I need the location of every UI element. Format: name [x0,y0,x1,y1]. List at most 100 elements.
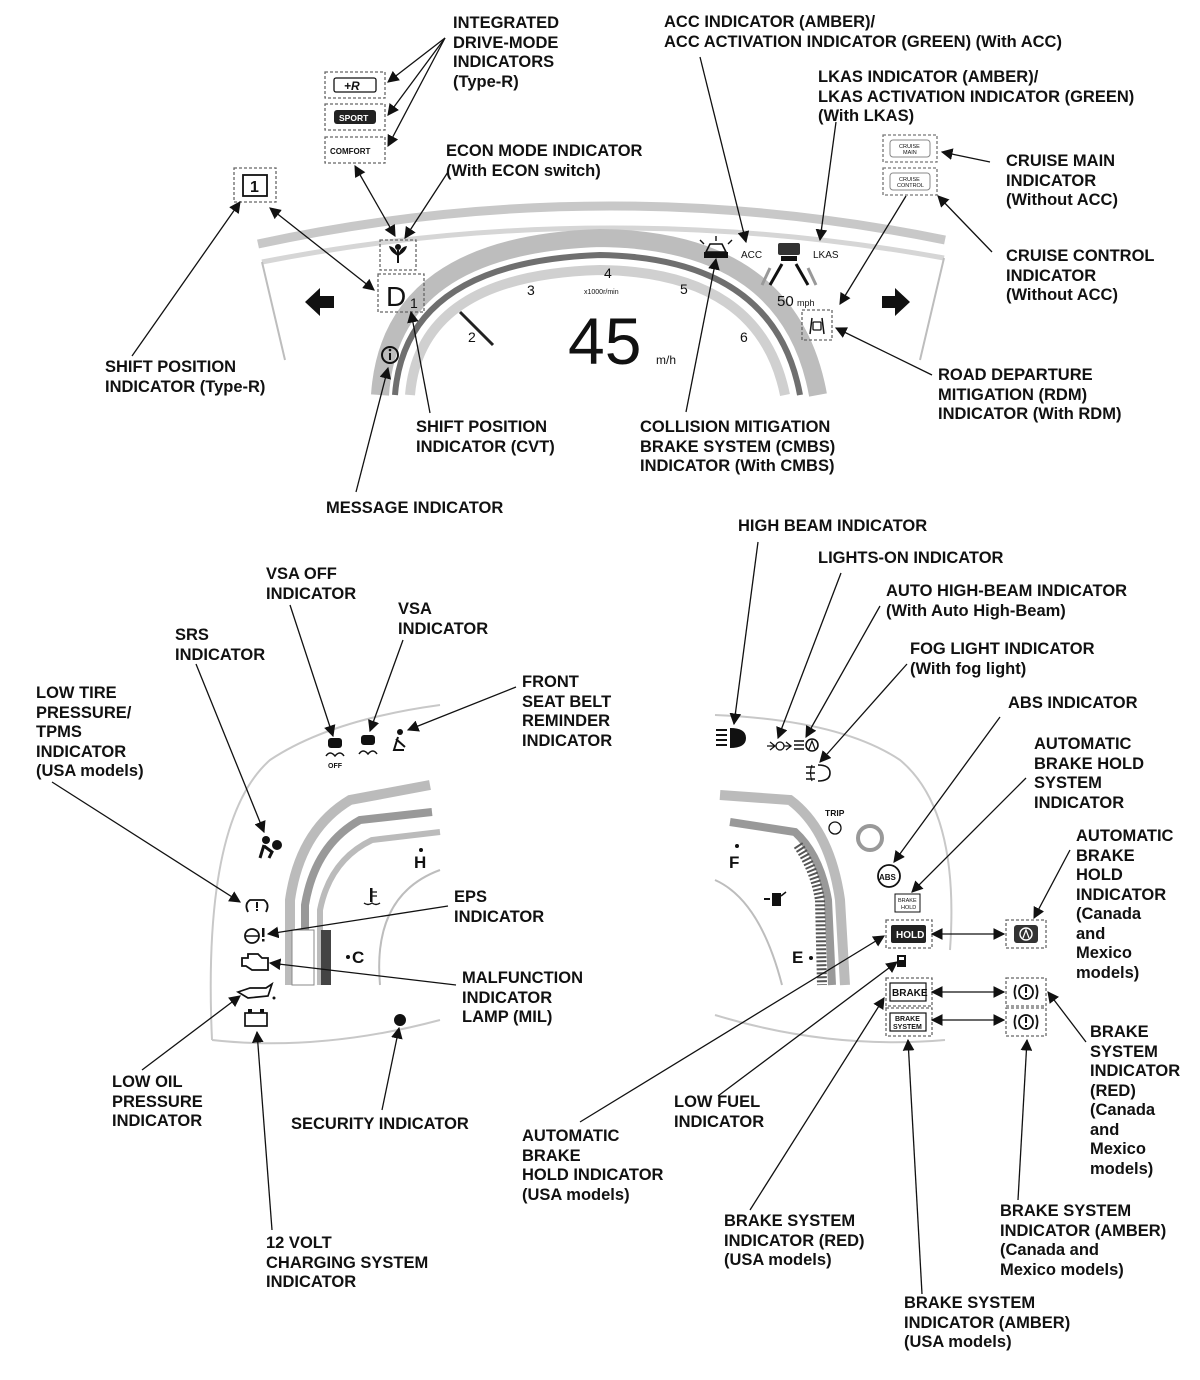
label-low-tire: LOW TIRE PRESSURE/ TPMS INDICATOR (USA m… [36,684,144,780]
label-auto-brake-hold-system: AUTOMATIC BRAKE HOLD SYSTEM INDICATOR [1034,735,1144,812]
lower-right-cluster: F E TRIP [714,714,1047,1044]
cmbs-car-icon [699,236,733,258]
label-fog-light: FOG LIGHT INDICATOR (With fog light) [910,640,1095,678]
abs-text: ABS [879,873,897,882]
oil-can-icon [235,981,276,1000]
brake-system-text: BRAKE [895,1016,920,1023]
abs-icon: ABS [877,864,901,888]
label-brake-system-amber-usa: BRAKE SYSTEM INDICATOR (AMBER) (USA mode… [904,1294,1071,1351]
label-vsa-off: VSA OFF INDICATOR [266,565,357,603]
fuel-pump-icon [764,891,787,906]
fuel-full-label: F [729,853,739,872]
label-cmbs: COLLISION MITIGATION BRAKE SYSTEM (CMBS)… [640,418,836,475]
speed-readout: 45 [568,304,641,378]
srs-airbag-icon [258,836,282,859]
seat-belt-icon [392,729,406,751]
lkas-text: LKAS [813,250,839,261]
type-r-gear-number: 1 [250,179,259,196]
brake-system-red-canada-icon [1013,984,1039,1000]
coolant-temp-icon [363,888,381,906]
label-mil: MALFUNCTION INDICATOR LAMP (MIL) [462,969,583,1026]
econ-leaf-icon [389,244,407,263]
temp-cold-label: C [352,948,364,967]
label-abs: ABS INDICATOR [1008,694,1138,712]
label-low-oil: LOW OIL PRESSURE INDICATOR [112,1073,203,1130]
brake-system-text: SYSTEM [893,1024,922,1031]
label-srs: SRS INDICATOR [175,626,266,664]
cruise-control-text: CONTROL [897,183,924,189]
label-high-beam: HIGH BEAM INDICATOR [738,517,928,535]
rdm-car-icon [809,317,825,335]
tach-number: 2 [468,329,476,345]
label-auto-brake-hold-usa: AUTOMATIC BRAKE HOLD INDICATOR (USA mode… [522,1127,664,1204]
eps-steering-icon [244,928,265,944]
lights-on-icon [767,741,793,751]
battery-icon [244,1009,268,1027]
lkas-car-icon [760,243,818,286]
vsa-off-sub: OFF [328,763,343,770]
brake-system-amber-canada-icon [1013,1014,1039,1030]
left-arrow-icon [305,288,334,316]
drive-mode-comfort: COMFORT [330,147,371,156]
leader-lines [51,37,1087,1295]
label-integrated-drive-mode: INTEGRATED DRIVE-MODE INDICATORS (Type-R… [453,14,560,91]
label-message: MESSAGE INDICATOR [326,499,504,517]
tpms-tire-icon [245,899,269,913]
label-lights-on: LIGHTS-ON INDICATOR [818,549,1004,567]
brake-text: BRAKE [892,988,928,999]
tach-number: 5 [680,281,688,297]
right-arrow-icon [882,288,910,316]
set-speed-unit: mph [797,298,815,308]
tach-number: 3 [527,282,535,298]
label-econ-mode: ECON MODE INDICATOR (With ECON switch) [446,142,643,180]
vsa-icon [358,735,378,756]
engine-mil-icon [241,953,269,971]
set-speed: 50 [777,293,794,310]
label-charging: 12 VOLT CHARGING SYSTEM INDICATOR [266,1234,429,1291]
temp-hot-label: H [414,853,426,872]
label-auto-brake-hold-canada: AUTOMATIC BRAKE HOLD INDICATOR (Canada a… [1076,827,1174,982]
high-beam-icon [716,728,746,748]
message-info-icon [381,346,399,364]
hold-text: HOLD [896,930,924,941]
gear-subscript: 1 [410,295,418,311]
trip-label: TRIP [825,808,845,818]
label-auto-high-beam: AUTO HIGH-BEAM INDICATOR (With Auto High… [886,582,1128,620]
tach-unit-label: x1000r/min [584,289,619,296]
brake-hold-small-text: BRAKE [898,898,917,904]
label-security: SECURITY INDICATOR [291,1115,469,1133]
cruise-main-text: MAIN [903,150,917,156]
label-brake-system-amber-canada: BRAKE SYSTEM INDICATOR (AMBER) (Canada a… [1000,1202,1167,1279]
lower-left-cluster: H C OFF [209,704,441,1045]
label-vsa: VSA INDICATOR [398,600,489,638]
knob-icon [856,824,884,852]
drive-mode-plus-r: +R [344,79,360,93]
label-brake-system-red-canada: BRAKE SYSTEM INDICATOR (RED) (Canada and… [1090,1023,1181,1178]
cruise-main-text: CRUISE [899,144,920,150]
label-cruise-main: CRUISE MAIN INDICATOR (Without ACC) [1006,152,1118,209]
gear-indicator: D [386,281,406,312]
label-front-seat-belt: FRONT SEAT BELT REMINDER INDICATOR [522,673,613,750]
label-lkas-indicator: LKAS INDICATOR (AMBER)/ LKAS ACTIVATION … [818,68,1135,125]
label-cruise-control: CRUISE CONTROL INDICATOR (Without ACC) [1006,247,1155,304]
cruise-control-text: CRUISE [899,177,920,183]
label-eps: EPS INDICATOR [454,888,545,926]
label-shift-position-cvt: SHIFT POSITION INDICATOR (CVT) [416,418,555,456]
brake-hold-small-text: HOLD [901,905,916,911]
brake-hold-canada-icon [1014,925,1038,943]
tach-number: 4 [604,265,612,281]
security-dot-icon [394,1014,406,1026]
trip-button [828,821,842,835]
label-acc-indicator: ACC INDICATOR (AMBER)/ ACC ACTIVATION IN… [664,13,1062,51]
fuel-empty-label: E [792,948,803,967]
label-brake-system-red-usa: BRAKE SYSTEM INDICATOR (RED) (USA models… [724,1212,865,1269]
drive-mode-sport: SPORT [339,113,369,123]
vsa-off-icon: OFF [325,738,345,770]
fog-light-icon [806,764,831,782]
tach-number: 6 [740,329,748,345]
auto-high-beam-icon [794,738,819,752]
label-low-fuel: LOW FUEL INDICATOR [674,1093,765,1131]
acc-text: ACC [741,250,762,261]
low-fuel-icon [897,955,906,967]
